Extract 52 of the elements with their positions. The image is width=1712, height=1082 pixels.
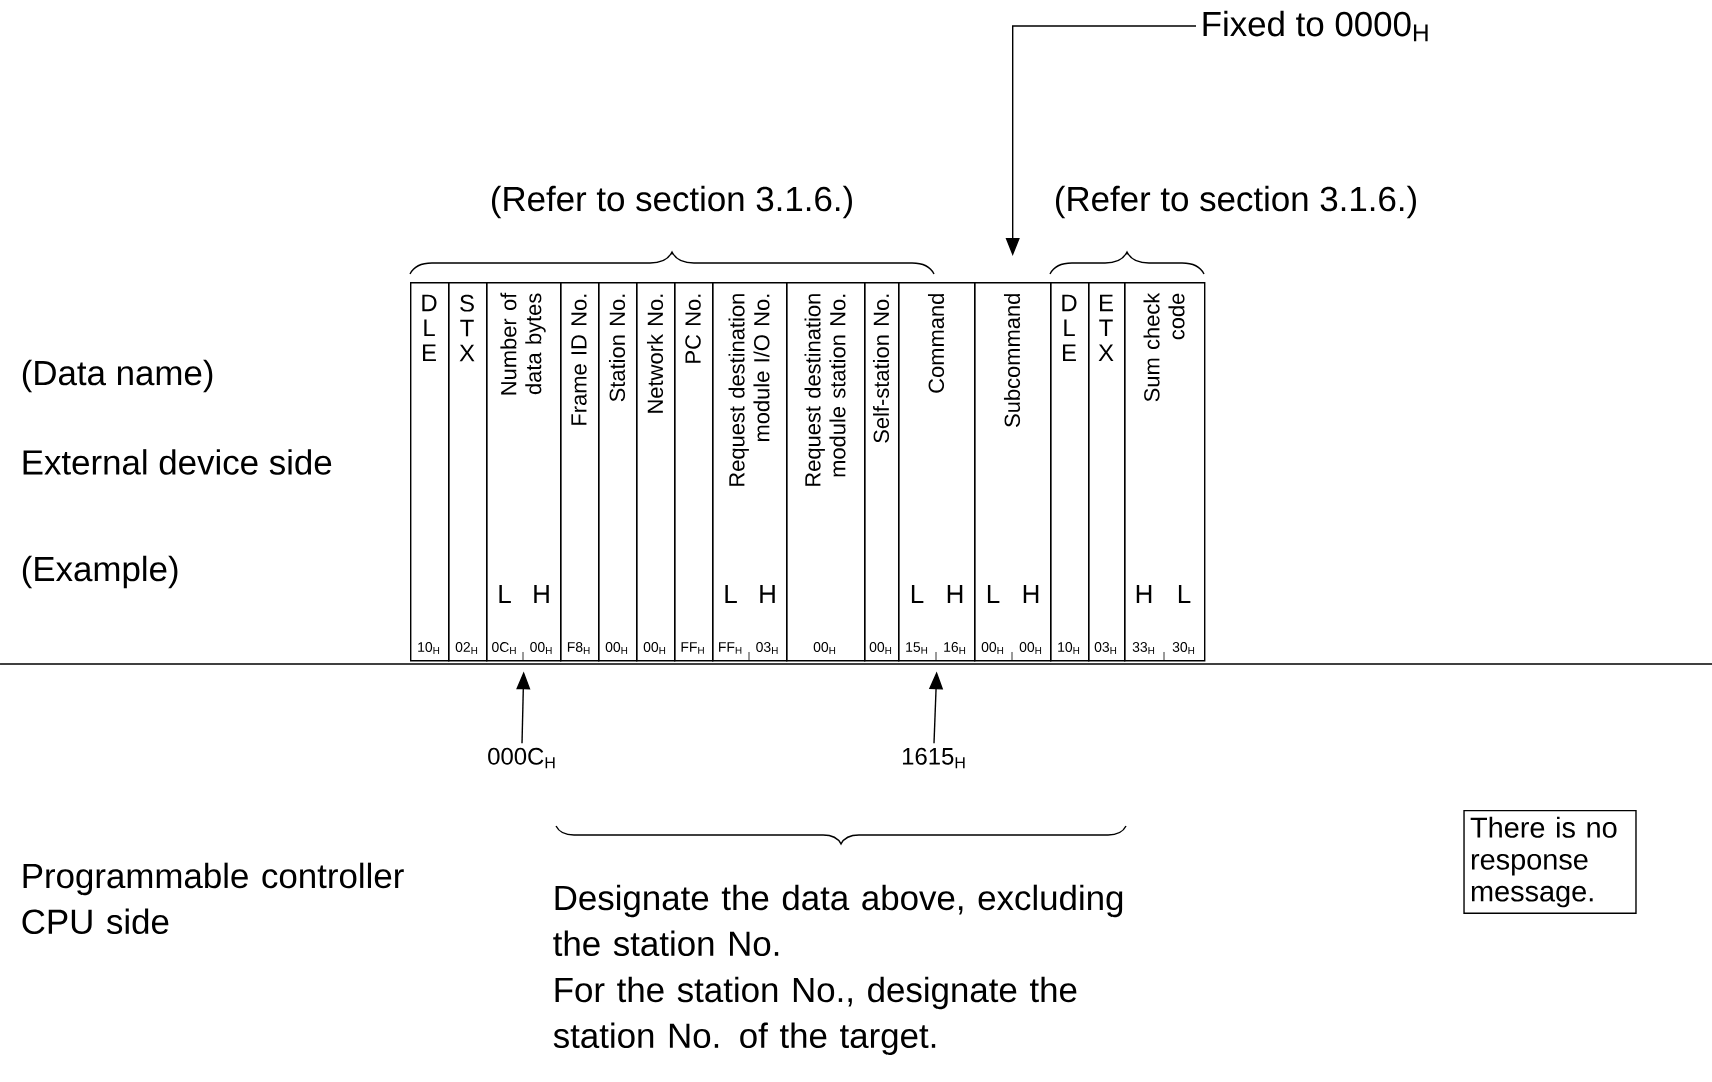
field-name: Command [927, 294, 945, 393]
row-label: (Data name) [22, 359, 213, 393]
field-cell [1088, 282, 1126, 662]
field-name: Network No. [646, 294, 664, 413]
field-cell [1050, 282, 1090, 662]
byte-order-letter: H [534, 585, 549, 603]
field-name: DLE [1062, 294, 1077, 361]
callout-text: 000C$_{H}$ [488, 747, 555, 769]
byte-order-letter: L [911, 585, 924, 603]
field-cell [786, 282, 866, 662]
field-name: STX [459, 294, 475, 362]
field-name: DLE [422, 294, 437, 361]
field-name: Frame ID No. [571, 294, 587, 425]
row-label: External device side [23, 449, 332, 475]
byte-order-letter: H [1136, 585, 1152, 603]
field-name: Station No. [608, 294, 626, 402]
byte-order-letter: H [1023, 585, 1039, 603]
field-name: Sum check code [1143, 292, 1185, 402]
note-text: For the station No., designate the station No. of the target. [553, 976, 1077, 1056]
field-cell [486, 282, 562, 662]
row-label: Programmable controller CPU side [22, 862, 404, 935]
field-name: Subcommand [1003, 294, 1021, 427]
field-cell [560, 282, 600, 662]
section-note: (Refer to section 3.1.6.) [492, 185, 852, 219]
field-cell [1124, 282, 1206, 662]
field-cell [674, 282, 714, 662]
field-name: Request destination module I/O No. [728, 294, 770, 486]
row-label: (Example) [22, 555, 178, 589]
field-cell [598, 282, 638, 662]
byte-order-letter: H [947, 585, 963, 603]
field-cell [898, 282, 976, 662]
field-cell [636, 282, 676, 662]
byte-order-letter: H [760, 585, 775, 603]
field-name: Number of data bytes [500, 292, 546, 395]
field-cell [712, 282, 788, 662]
byte-order-letter: L [1178, 585, 1191, 603]
field-cell [448, 282, 488, 662]
field-cell [410, 282, 450, 662]
field-name: ETX [1098, 294, 1114, 361]
field-cell [974, 282, 1052, 662]
section-note: (Refer to section 3.1.6.) [1056, 185, 1416, 219]
callout-text: 1615$_{H}$ [902, 747, 965, 769]
note-box: There is no response message. [1463, 809, 1637, 914]
field-name: Request destination module station No. [804, 294, 846, 486]
field-name: Self-station No. [872, 294, 890, 443]
field-name: PC No. [685, 294, 701, 363]
callout-text: Fixed to 0000$_{H}$ [1203, 10, 1428, 42]
byte-order-letter: L [499, 585, 511, 603]
note-text: Designate the data above, excluding the station No. [553, 884, 1123, 957]
byte-order-letter: L [987, 585, 1000, 603]
field-cell [864, 282, 900, 662]
byte-order-letter: L [725, 585, 737, 603]
